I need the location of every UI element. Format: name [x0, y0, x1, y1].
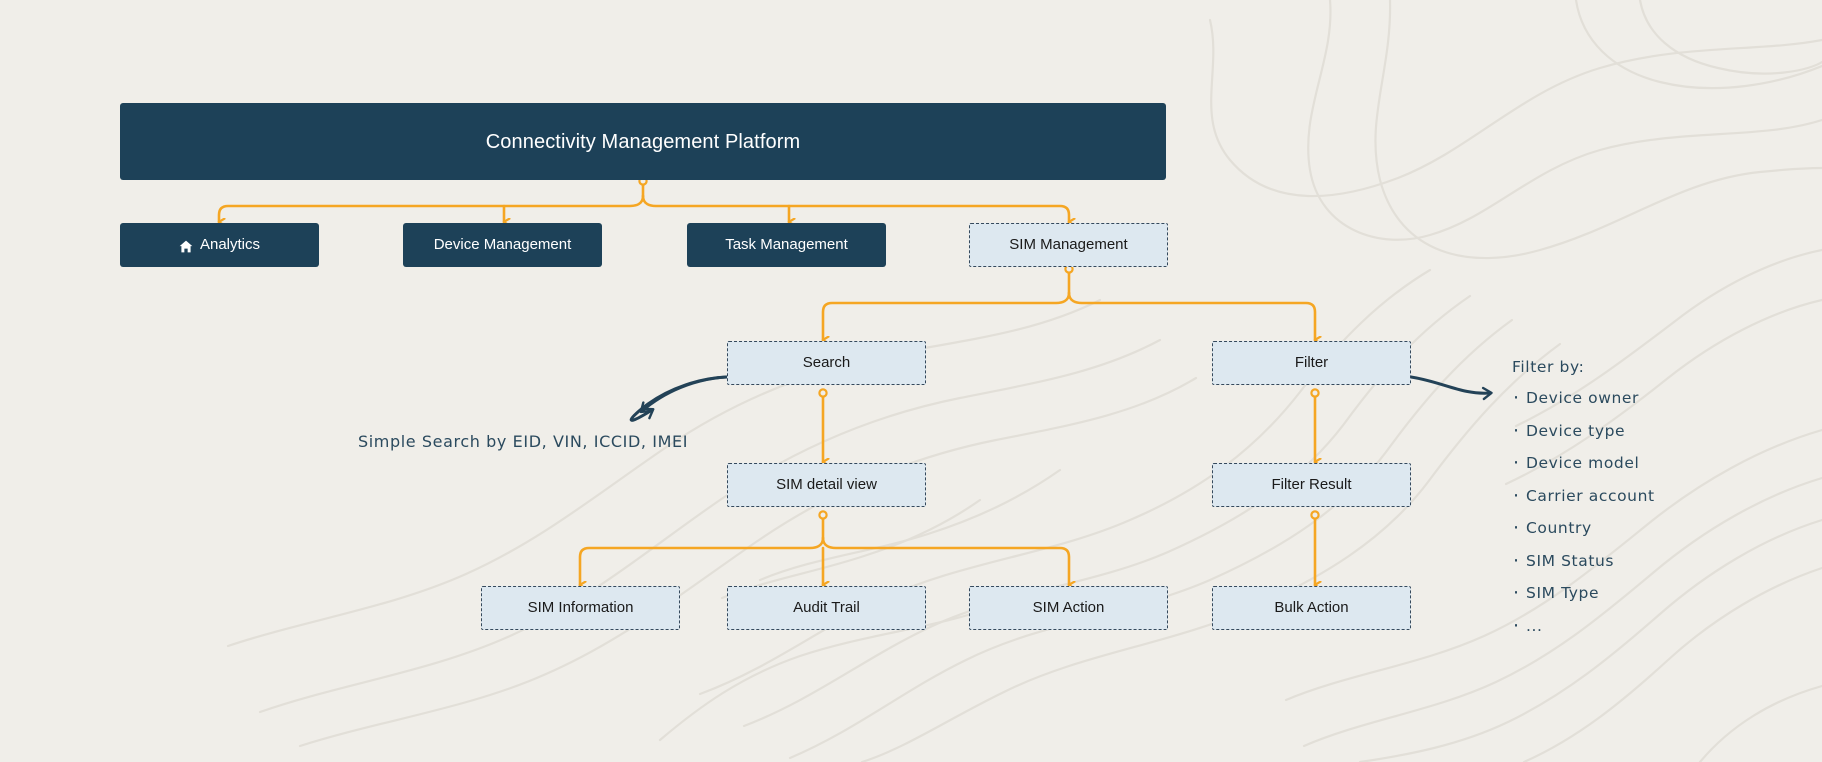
- node-filter-result[interactable]: Filter Result: [1212, 463, 1411, 507]
- filter-by-item: ...: [1513, 615, 1655, 637]
- node-label: Task Management: [725, 236, 848, 253]
- filter-by-list: Device owner Device type Device model Ca…: [1512, 387, 1655, 637]
- node-search[interactable]: Search: [727, 341, 926, 385]
- node-audit-trail[interactable]: Audit Trail: [727, 586, 926, 630]
- home-icon: [179, 240, 193, 253]
- node-label: Connectivity Management Platform: [485, 130, 801, 153]
- node-label: SIM Action: [1032, 599, 1105, 616]
- node-sim-action[interactable]: SIM Action: [969, 586, 1168, 630]
- filter-by-item: Country: [1513, 517, 1655, 539]
- node-connectivity-management-platform[interactable]: Connectivity Management Platform: [120, 103, 1166, 180]
- filter-by-item: Device type: [1513, 420, 1655, 442]
- annotation-search-note: Simple Search by EID, VIN, ICCID, IMEI: [358, 432, 689, 451]
- node-label: SIM Management: [1009, 236, 1128, 253]
- filter-by-title: Filter by:: [1512, 358, 1585, 376]
- filter-by-item: Carrier account: [1513, 485, 1655, 507]
- node-task-management[interactable]: Task Management: [687, 223, 886, 267]
- node-label: Bulk Action: [1274, 599, 1349, 616]
- filter-by-item: SIM Type: [1513, 582, 1655, 604]
- node-sim-information[interactable]: SIM Information: [481, 586, 680, 630]
- filter-by-item: Device model: [1513, 452, 1655, 474]
- node-label: Device Management: [433, 236, 572, 253]
- node-label: Audit Trail: [793, 599, 860, 616]
- filter-by-item: SIM Status: [1513, 550, 1655, 572]
- node-label: SIM Information: [527, 599, 634, 616]
- node-label: SIM detail view: [776, 476, 877, 493]
- node-label: Search: [802, 354, 851, 371]
- node-device-management[interactable]: Device Management: [403, 223, 602, 267]
- filter-by-item: Device owner: [1513, 387, 1655, 409]
- node-bulk-action[interactable]: Bulk Action: [1212, 586, 1411, 630]
- node-filter[interactable]: Filter: [1212, 341, 1411, 385]
- annotation-filter-by: Filter by: Device owner Device type Devi…: [1512, 358, 1655, 649]
- node-label: Analytics: [199, 236, 261, 253]
- node-sim-detail-view[interactable]: SIM detail view: [727, 463, 926, 507]
- node-label: Filter Result: [1271, 476, 1352, 493]
- node-label: Filter: [1294, 354, 1329, 371]
- node-sim-management[interactable]: SIM Management: [969, 223, 1168, 267]
- node-analytics[interactable]: Analytics: [120, 223, 319, 267]
